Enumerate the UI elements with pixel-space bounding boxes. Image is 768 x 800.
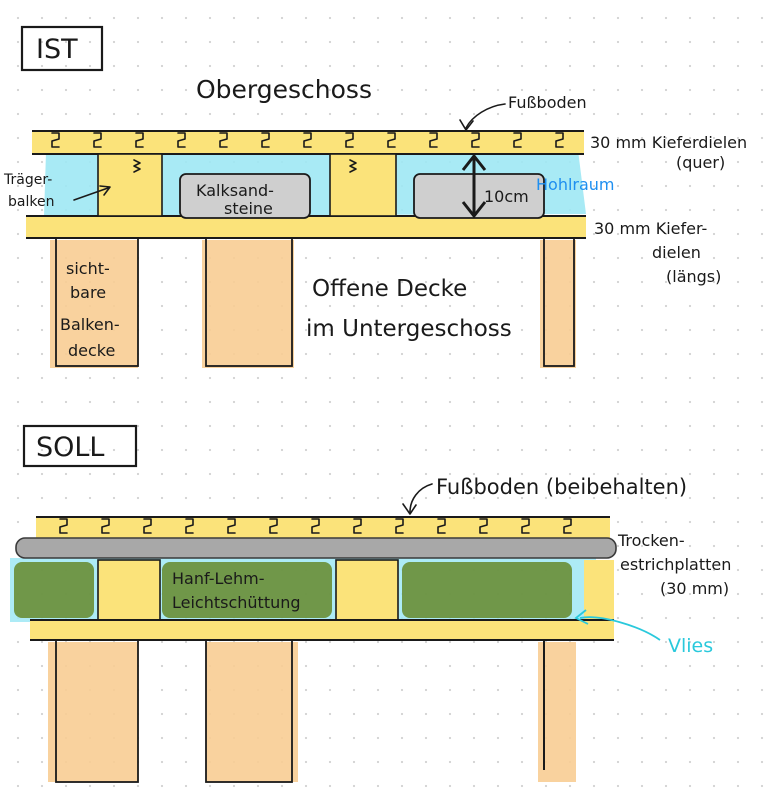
height-arrow-bottom [461, 201, 487, 219]
top-floorboards [32, 130, 584, 154]
floor-label: Fußboden [508, 93, 587, 112]
board-joint [51, 132, 60, 148]
beam-pointer [73, 187, 109, 201]
board-joint [185, 518, 194, 534]
height-arrow-top [461, 153, 487, 171]
visible-beams-line-2: bare [70, 283, 106, 302]
board-joint [395, 518, 404, 534]
beam-label-line-1: Träger- [3, 172, 52, 188]
board-joint [437, 518, 446, 534]
hemp-label-line-1: Hanf-Lehm- [172, 569, 264, 588]
soll-bottom-floorboards [30, 620, 614, 640]
board-joint [563, 518, 572, 534]
soll-heading-frame [22, 424, 138, 468]
board-joint [429, 132, 438, 148]
fleece-pointer [579, 616, 661, 641]
board-joint [303, 132, 312, 148]
beam-label-line-2: balken [8, 194, 54, 210]
hemp-fill-2 [162, 562, 332, 618]
nail-2 [349, 159, 357, 173]
board-joint [353, 518, 362, 534]
bottom-boards-label-line-1: 30 mm Kiefer- [594, 219, 707, 238]
board-joint [471, 132, 480, 148]
screed-layer [15, 537, 617, 559]
visible-beam-2 [205, 237, 293, 367]
board-joint [345, 132, 354, 148]
board-joint [59, 518, 68, 534]
height-label: 10cm [484, 187, 529, 206]
top-boards-label-line-2: (quer) [676, 153, 725, 172]
ist-section: IST Obergeschoss Fußboden Kalksand- stei… [3, 25, 747, 368]
bricks-label-line-2: steine [224, 199, 273, 218]
board-joint [479, 518, 488, 534]
nail-1 [133, 159, 141, 173]
board-joint [261, 132, 270, 148]
board-joint [143, 518, 152, 534]
hemp-fill-1 [14, 562, 94, 618]
board-joint [101, 518, 110, 534]
floor-pointer-arrow [465, 103, 506, 129]
cavity-label: Hohlraum [536, 175, 615, 194]
open-ceiling-line-1: Offene Decke [312, 276, 467, 302]
hemp-fill-3 [402, 562, 572, 618]
board-joint [227, 518, 236, 534]
visible-beam-3 [543, 237, 575, 367]
support-beam-2 [329, 153, 397, 217]
soll-visible-beam-1 [55, 639, 139, 783]
fleece-pointer-head [574, 609, 589, 625]
beam-pointer-head [99, 185, 111, 196]
visible-beam-fill-3 [540, 240, 576, 368]
visible-beam-1 [55, 237, 139, 367]
upper-floor-label: Obergeschoss [196, 75, 372, 104]
board-joints-soll [59, 518, 572, 534]
soll-floor-pointer [409, 483, 433, 513]
board-joint [387, 132, 396, 148]
bricks-label-line-1: Kalksand- [196, 181, 274, 200]
soll-visible-beam-fill-1 [48, 642, 138, 782]
ist-heading: IST [36, 34, 78, 65]
soll-support-beam-2 [335, 559, 399, 621]
hemp-label-line-2: Leichtschüttung [172, 593, 301, 612]
soll-floor-pointer-head [402, 503, 417, 515]
visible-beams-line-1: sicht- [66, 259, 110, 278]
visible-beams-line-3: Balken- [60, 315, 120, 334]
soll-floor-label: Fußboden (beibehalten) [436, 475, 687, 499]
board-joint [269, 518, 278, 534]
visible-beams-line-4: decke [68, 341, 115, 360]
fleece-label: Vlies [668, 635, 713, 657]
brick-block-1 [179, 173, 311, 219]
soll-section: SOLL Fußboden (beibehalten) Hanf-Lehm- L… [10, 424, 731, 783]
bottom-boards-label-line-3: (längs) [666, 267, 721, 286]
soll-top-floorboards [36, 516, 610, 538]
board-joints-top [51, 132, 564, 148]
board-joint [513, 132, 522, 148]
board-joint [555, 132, 564, 148]
ist-heading-frame [20, 25, 104, 72]
support-beam-1 [97, 153, 163, 217]
visible-beam-fill-2 [202, 240, 294, 368]
visible-beam-fill-1 [50, 240, 138, 368]
bottom-boards-label-line-2: dielen [652, 243, 701, 262]
bottom-floorboards [26, 216, 586, 238]
screed-label-line-2: estrichplatten [620, 555, 731, 574]
board-joint [93, 132, 102, 148]
screed-label-line-3: (30 mm) [660, 579, 729, 598]
soll-visible-beam-2 [205, 639, 293, 783]
soll-visible-beam-fill-2 [206, 642, 298, 782]
board-joint [521, 518, 530, 534]
brick-block-2 [413, 173, 545, 219]
board-joint [311, 518, 320, 534]
soll-support-beam-1 [97, 559, 161, 621]
open-ceiling-line-2: im Untergeschoss [306, 316, 512, 342]
board-joint [219, 132, 228, 148]
top-boards-label-line-1: 30 mm Kieferdielen [590, 133, 747, 152]
soll-heading: SOLL [36, 432, 104, 463]
board-joint [177, 132, 186, 148]
soll-support-beam-3 [584, 560, 614, 620]
board-joint [135, 132, 144, 148]
screed-label-line-1: Trocken- [617, 531, 685, 550]
